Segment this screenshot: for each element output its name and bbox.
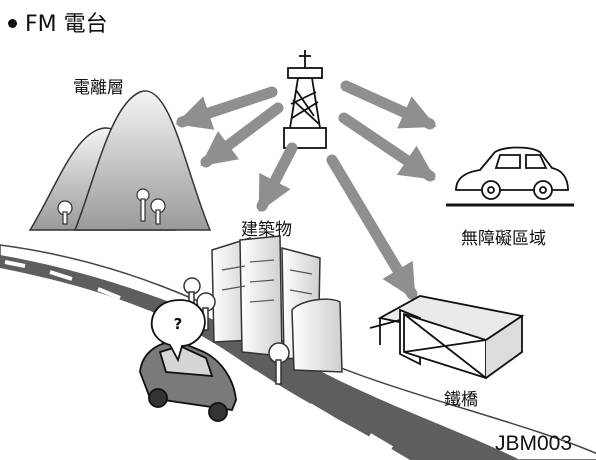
- figure-code: JBM003: [495, 432, 573, 455]
- label-free-zone: 無障礙區域: [461, 229, 546, 249]
- road-car-icon: [139, 340, 237, 422]
- radio-tower-icon: [283, 50, 327, 149]
- arrow-to-ionosphere: [175, 86, 278, 130]
- arrow-to-mountain: [200, 102, 284, 168]
- question-mark: ?: [174, 315, 183, 333]
- arrow-to-car: [338, 112, 436, 182]
- label-buildings: 建築物: [241, 220, 292, 240]
- question-bubble-icon: ?: [150, 299, 206, 363]
- road-surface: [0, 255, 520, 460]
- label-bridge: 鐵橋: [444, 390, 478, 410]
- signal-arrows: [175, 80, 437, 301]
- title-text: FM 電台: [25, 12, 108, 37]
- label-ionosphere: 電離層: [73, 78, 124, 98]
- arrow-to-bridge: [326, 154, 418, 301]
- building-icon: [183, 235, 343, 385]
- mountain-icon: [28, 90, 212, 231]
- tree-icons: [57, 188, 166, 225]
- page-title: FM 電台: [8, 6, 108, 38]
- arrow-to-buildings: [256, 142, 298, 213]
- bridge-icon: [369, 295, 525, 380]
- bullet-icon: [8, 18, 17, 28]
- arrow-upper-right: [340, 80, 437, 130]
- car-icon: [446, 146, 574, 207]
